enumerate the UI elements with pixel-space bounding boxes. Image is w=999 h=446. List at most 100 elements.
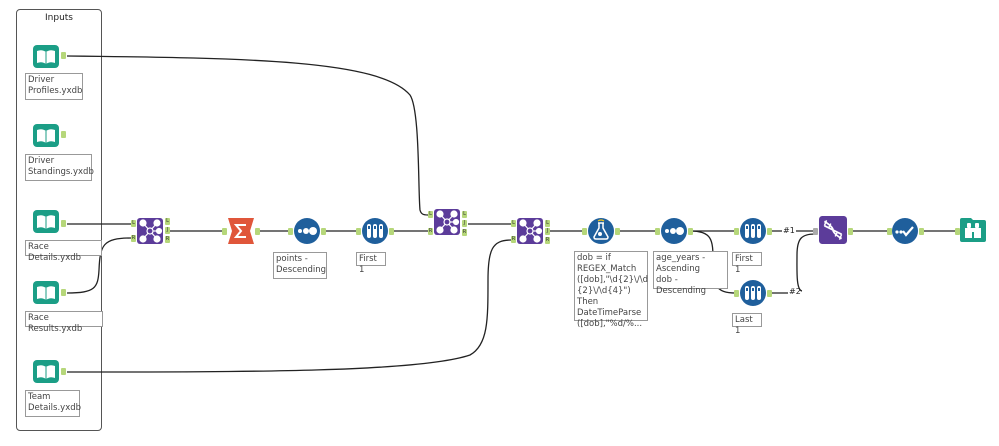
tool-label: dob = if REGEX_Match ([dob],"\d{2}\/\d {…	[574, 251, 648, 329]
output-anchor[interactable]	[61, 368, 66, 375]
tool-input-race-results[interactable]	[33, 279, 59, 305]
output-anchor[interactable]	[919, 228, 924, 235]
join-input-left-anchor[interactable]: L	[428, 211, 433, 218]
join-input-left-anchor[interactable]: L	[511, 220, 516, 227]
join-input-right-anchor[interactable]: R	[511, 236, 516, 243]
connection-driver-profiles-to-join-2	[66, 55, 429, 216]
join-input-left-anchor[interactable]: L	[131, 220, 136, 227]
output-anchor[interactable]	[767, 290, 772, 297]
connection-team-details-to-join-3	[66, 239, 512, 373]
book-icon	[33, 124, 59, 147]
output-anchor[interactable]	[688, 228, 693, 235]
book-icon	[33, 210, 59, 233]
anchor-label: J	[166, 227, 169, 233]
dna-icon	[819, 216, 847, 244]
anchor-label: L	[512, 220, 515, 226]
tool-label: Race Results.yxdb	[25, 311, 103, 334]
anchor-label: R	[511, 236, 516, 242]
join-output-join-anchor[interactable]: J	[545, 228, 550, 235]
output-anchor[interactable]	[848, 228, 853, 235]
union-input-anchor[interactable]	[813, 228, 818, 235]
join-output-right-anchor[interactable]: R	[462, 229, 467, 236]
input-anchor[interactable]	[955, 228, 960, 235]
tool-sort-2[interactable]	[661, 218, 687, 244]
tool-formula[interactable]	[588, 218, 614, 244]
input-anchor[interactable]	[734, 228, 739, 235]
tool-join-3[interactable]	[517, 218, 543, 244]
anchor-label: L	[166, 218, 169, 224]
tool-label: Race Details.yxdb	[25, 240, 102, 263]
tool-input-driver-profiles[interactable]	[33, 43, 59, 69]
output-anchor[interactable]	[255, 228, 260, 235]
tool-input-team-details[interactable]	[33, 358, 59, 384]
container-title: Inputs	[45, 13, 73, 23]
join-input-right-anchor[interactable]: R	[428, 228, 433, 235]
join-output-right-anchor[interactable]: R	[545, 237, 550, 244]
tool-label: Last 1	[732, 313, 762, 336]
join-output-join-anchor[interactable]: J	[165, 227, 170, 234]
input-anchor[interactable]	[655, 228, 660, 235]
input-anchor[interactable]	[734, 290, 739, 297]
checkmark-icon	[892, 218, 918, 244]
tool-sort-1[interactable]	[294, 218, 320, 244]
join-output-join-anchor[interactable]: J	[462, 220, 467, 227]
anchor-label: R	[428, 228, 433, 234]
tool-label: First 1	[356, 252, 386, 275]
connection-race-results-to-join-1	[66, 237, 132, 294]
flask-icon	[588, 218, 614, 244]
tool-summarize[interactable]	[228, 218, 254, 244]
join-input-right-anchor[interactable]: R	[131, 235, 136, 242]
tool-sample-last[interactable]	[740, 280, 766, 306]
anchor-label: L	[132, 220, 135, 226]
input-anchor[interactable]	[356, 228, 361, 235]
anchor-label: R	[462, 229, 467, 235]
anchor-label: L	[546, 220, 549, 226]
anchor-label: L	[463, 211, 466, 217]
tool-label: Driver Standings.yxdb	[25, 154, 94, 181]
anchor-label: R	[131, 235, 136, 241]
binoculars-icon	[960, 218, 986, 242]
connection-label-1: #1	[783, 226, 795, 235]
tool-label: Team Details.yxdb	[25, 390, 81, 417]
sigma-icon	[228, 218, 254, 244]
sort-icon	[294, 218, 320, 244]
output-anchor[interactable]	[61, 289, 66, 296]
join-output-left-anchor[interactable]: L	[165, 218, 170, 225]
output-anchor[interactable]	[61, 52, 66, 59]
tool-label: points - Descending	[273, 252, 327, 279]
output-anchor[interactable]	[61, 220, 66, 227]
input-anchor[interactable]	[582, 228, 587, 235]
sort-icon	[661, 218, 687, 244]
join-output-left-anchor[interactable]: L	[462, 211, 467, 218]
anchor-label: J	[463, 220, 466, 226]
output-anchor[interactable]	[321, 228, 326, 235]
anchor-label: J	[546, 228, 549, 234]
tool-union[interactable]	[819, 216, 847, 244]
input-anchor[interactable]	[887, 228, 892, 235]
tool-input-race-details[interactable]	[33, 208, 59, 234]
join-output-left-anchor[interactable]: L	[545, 220, 550, 227]
book-icon	[33, 360, 59, 383]
anchor-label: R	[165, 236, 170, 242]
tool-join-1[interactable]	[137, 218, 163, 244]
sample-icon	[740, 280, 766, 306]
tool-sample-1[interactable]	[362, 218, 388, 244]
output-anchor[interactable]	[767, 228, 772, 235]
join-output-right-anchor[interactable]: R	[165, 236, 170, 243]
sample-icon	[740, 218, 766, 244]
tool-browse[interactable]	[960, 216, 986, 242]
book-icon	[33, 281, 59, 304]
input-anchor[interactable]	[288, 228, 293, 235]
tool-label: First 1	[732, 252, 762, 275]
tool-select[interactable]	[892, 218, 918, 244]
output-anchor[interactable]	[615, 228, 620, 235]
tool-input-driver-standings[interactable]	[33, 122, 59, 148]
input-anchor[interactable]	[222, 228, 227, 235]
tool-label: Driver Profiles.yxdb	[25, 73, 83, 100]
tool-join-2[interactable]	[434, 209, 460, 235]
output-anchor[interactable]	[61, 131, 66, 138]
output-anchor[interactable]	[389, 228, 394, 235]
tool-sample-first[interactable]	[740, 218, 766, 244]
connection-sample-last-to-union	[770, 233, 816, 294]
